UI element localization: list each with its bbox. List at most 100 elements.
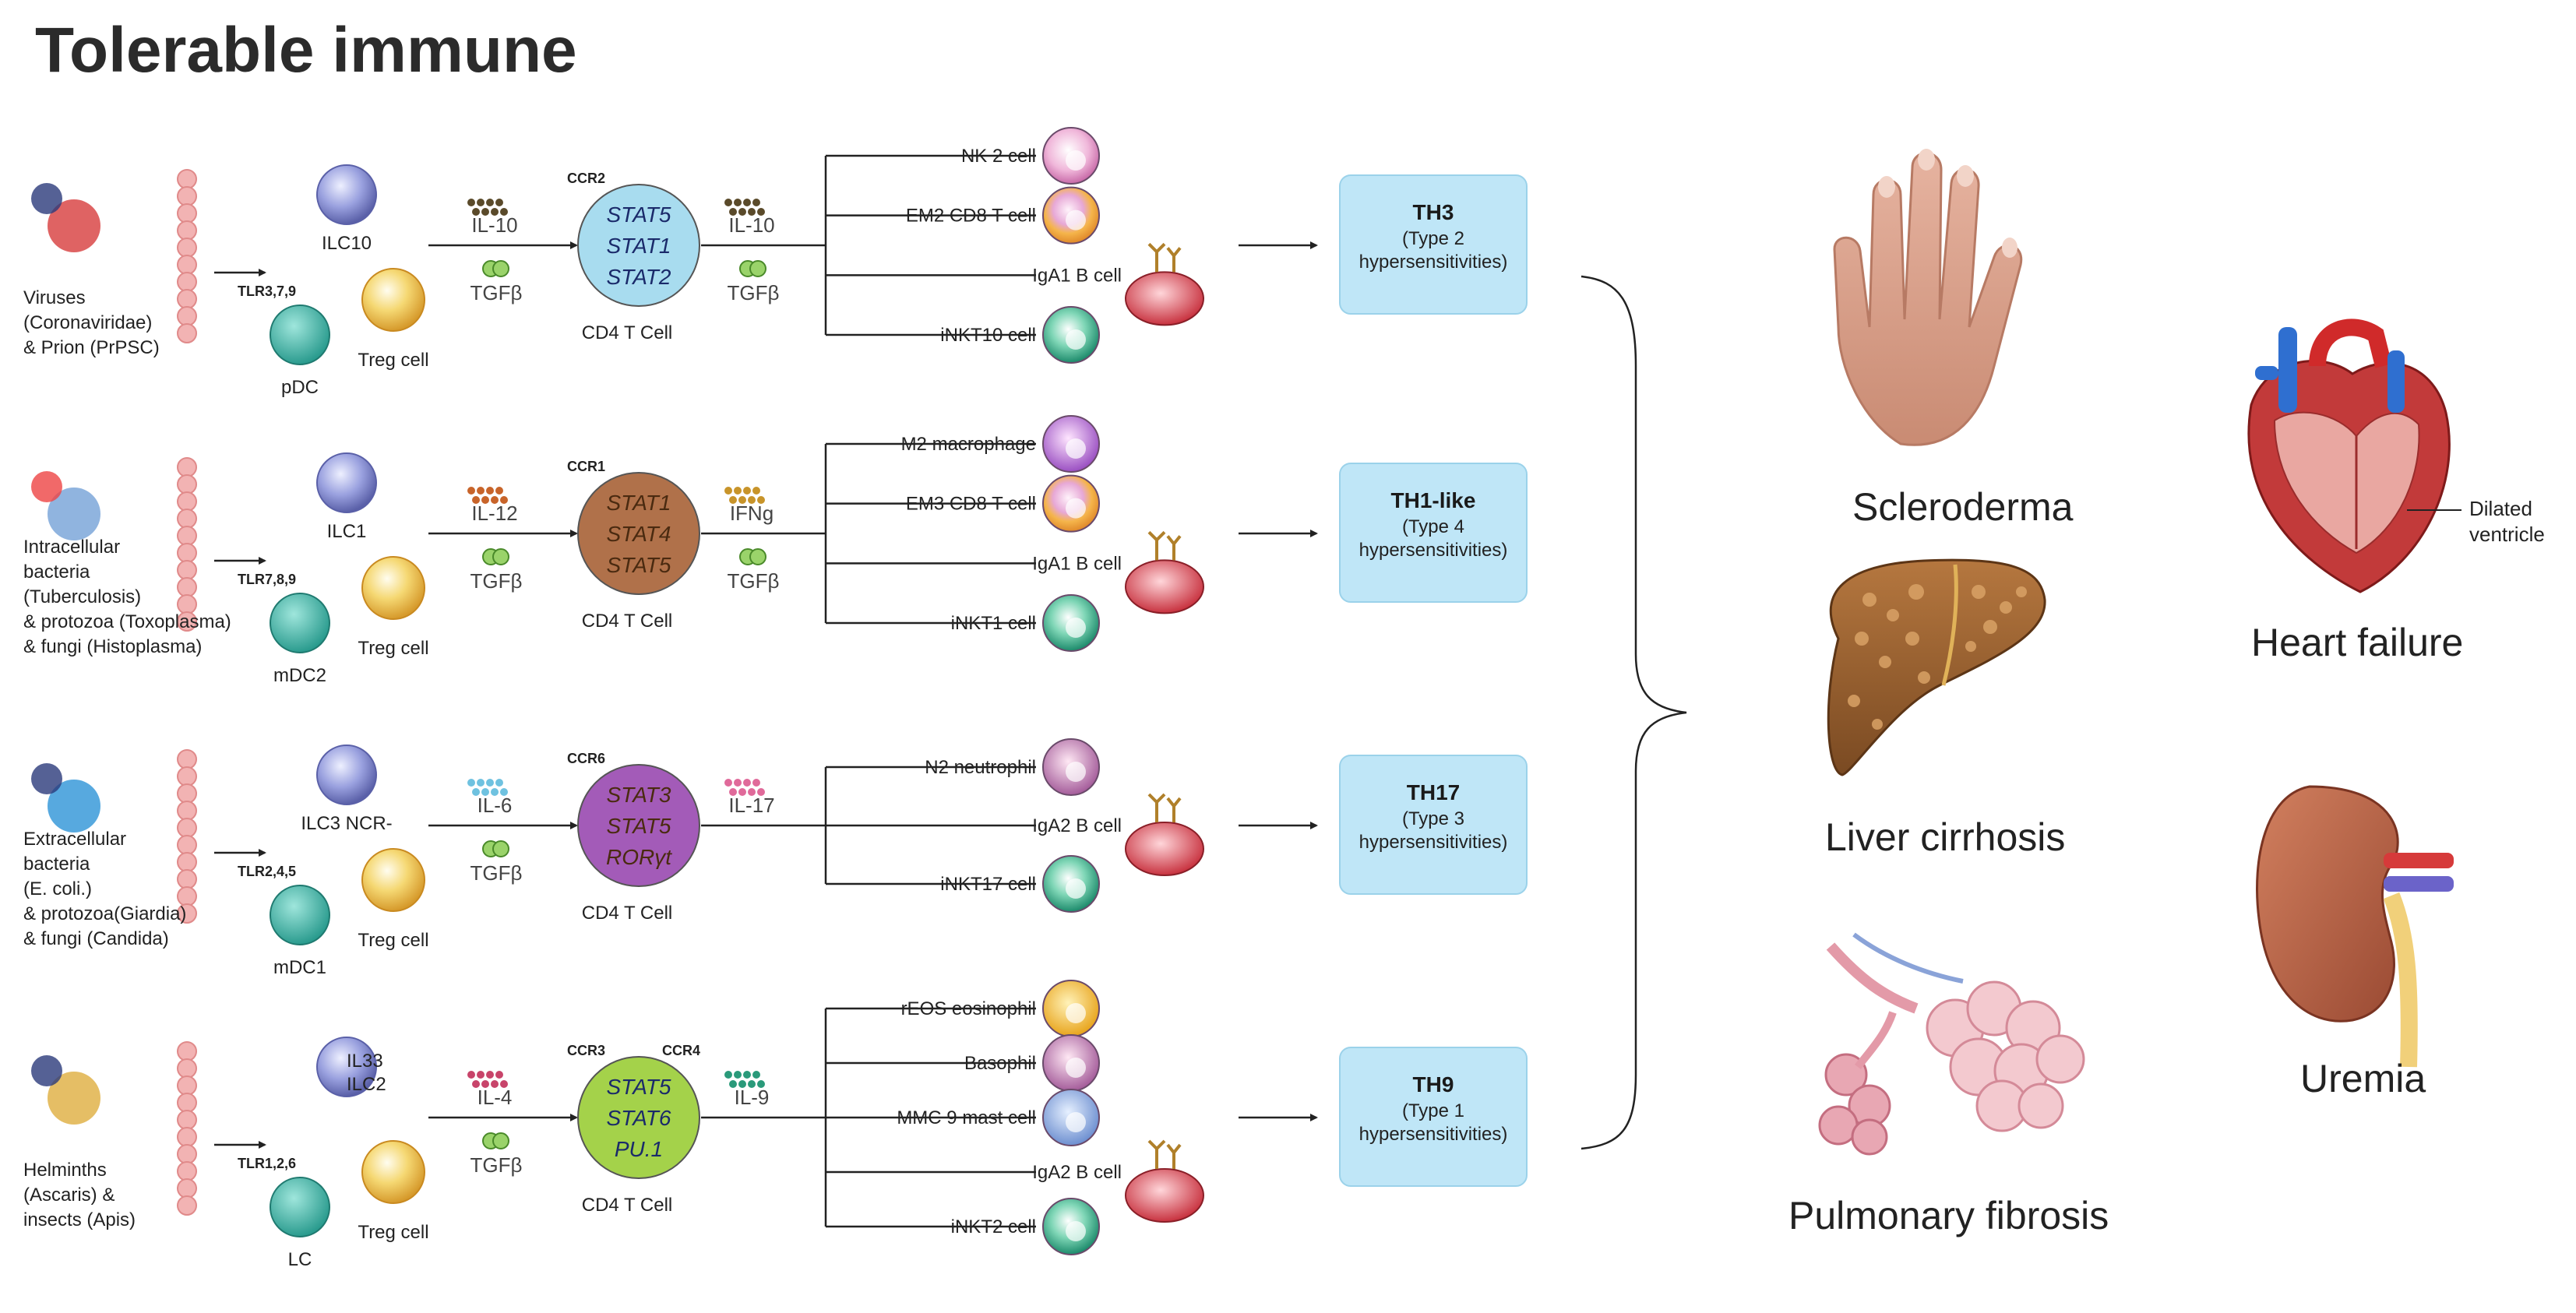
dc-label: mDC1 xyxy=(273,957,326,978)
cytokine-dot xyxy=(724,1071,732,1079)
liver-illustration xyxy=(1827,558,2046,776)
cytokine-dot xyxy=(467,487,475,495)
pathogen-label: bacteria xyxy=(23,561,90,583)
cytokine-dot xyxy=(752,1071,760,1079)
epithelial-cell xyxy=(177,255,197,275)
pathogen-label: & Prion (PrPSC) xyxy=(23,337,160,358)
nucleus-icon xyxy=(1066,209,1086,231)
cytokine-dot xyxy=(729,208,737,216)
nucleus-icon xyxy=(1066,762,1086,782)
cytokine-dot xyxy=(481,788,489,796)
nucleus-icon xyxy=(1066,1221,1086,1241)
treg-label: Treg cell xyxy=(358,638,428,659)
epithelial-cell xyxy=(177,577,197,597)
th-box xyxy=(1339,755,1528,895)
lung-alveoli-illustration xyxy=(1818,932,2085,1156)
epithelial-cell xyxy=(177,1110,197,1130)
epithelial-cell xyxy=(177,509,197,529)
nucleus-icon xyxy=(1066,438,1086,459)
pathogen-body-icon xyxy=(48,199,100,252)
cytokine-dot xyxy=(748,208,756,216)
dc-label: LC xyxy=(288,1249,312,1270)
ccr-label: CCR6 xyxy=(567,751,605,766)
b-cell-icon xyxy=(1125,822,1204,876)
effector-label: EM3 CD8 T cell xyxy=(906,494,1036,515)
cytokine-dot xyxy=(752,779,760,787)
epithelial-cell xyxy=(177,186,197,206)
antibody-icon xyxy=(1147,1139,1182,1169)
ilc-label: ILC3 NCR- xyxy=(301,813,392,834)
cd4-label: CD4 T Cell xyxy=(582,611,672,632)
pathogen-icon xyxy=(31,1055,100,1125)
antibody-icon xyxy=(1147,793,1182,822)
cytokine-dot xyxy=(734,779,742,787)
cytokine-dot xyxy=(743,1071,751,1079)
ccr-label: CCR1 xyxy=(567,459,605,474)
cytokine-dot xyxy=(500,1080,508,1088)
effector-label: IgA1 B cell xyxy=(1032,265,1122,286)
cd4-t-cell-icon xyxy=(577,1056,700,1179)
stat-label: STAT4 xyxy=(607,522,671,546)
tgf-in-label: TGFβ xyxy=(470,861,523,885)
cytokine-dot xyxy=(486,779,494,787)
epithelial-cell xyxy=(177,474,197,495)
cytokine-dot xyxy=(477,199,485,206)
pathway-row-1: Viruses(Coronaviridae)& Prion (PrPSC)ILC… xyxy=(23,127,1528,398)
pathogen-label: Helminths xyxy=(23,1160,107,1181)
cytokine-dot xyxy=(748,496,756,504)
tgf-icon xyxy=(492,1132,509,1149)
th-hypersensitivity: hypersensitivities) xyxy=(1359,540,1508,561)
pathogen-label: bacteria xyxy=(23,854,90,875)
nucleus-icon xyxy=(1066,1112,1086,1132)
th-type: (Type 3 xyxy=(1402,808,1464,829)
cytokine-dot xyxy=(486,199,494,206)
pathogen-label: Intracellular xyxy=(23,537,120,558)
cytokine-dot xyxy=(752,199,760,206)
cytokine-dot xyxy=(495,199,503,206)
heart-annotation-ventricle: ventricle xyxy=(2469,523,2545,546)
cytokine-dot xyxy=(738,788,746,796)
pathogen-label: & protozoa (Toxoplasma) xyxy=(23,611,231,632)
cytokine-dot xyxy=(757,208,765,216)
epithelial-cell xyxy=(177,801,197,821)
effector-label: Basophil xyxy=(964,1053,1036,1074)
stat-label: STAT3 xyxy=(607,783,671,807)
cytokine-dot xyxy=(472,208,480,216)
stat-label: STAT2 xyxy=(607,265,671,289)
cytokine-dot xyxy=(472,788,480,796)
ilc-label: ILC10 xyxy=(322,233,372,254)
th-box xyxy=(1339,463,1528,603)
cytokine-dot xyxy=(495,487,503,495)
epithelial-cell xyxy=(177,169,197,189)
cytokine-dot xyxy=(729,788,737,796)
treg-label: Treg cell xyxy=(358,350,428,371)
stat-label: RORγt xyxy=(606,845,672,869)
dc-label: pDC xyxy=(281,377,319,398)
tgf-in-label: TGFβ xyxy=(470,281,523,304)
cytokine-dot xyxy=(486,487,494,495)
stat-label: STAT5 xyxy=(607,814,671,838)
treg-label: Treg cell xyxy=(358,930,428,951)
cytokine-dot xyxy=(467,1071,475,1079)
th-type: (Type 4 xyxy=(1402,516,1464,537)
cytokine-dot xyxy=(477,487,485,495)
epithelial-cell xyxy=(177,220,197,241)
treg-label: Treg cell xyxy=(358,1222,428,1243)
dendritic-cell-icon xyxy=(270,885,330,945)
th-type: (Type 2 xyxy=(1402,228,1464,249)
cytokine-out-label: IL-17 xyxy=(728,794,774,817)
th-name: TH17 xyxy=(1407,780,1460,804)
epithelial-cell xyxy=(177,783,197,804)
epithelial-cell xyxy=(177,852,197,872)
tgf-out-label: TGFβ xyxy=(728,569,780,593)
heart-annotation-dilated: Dilated xyxy=(2469,497,2532,520)
antibody-icon xyxy=(1147,242,1182,273)
pathogen-label: & fungi (Candida) xyxy=(23,928,169,949)
cytokine-dot xyxy=(491,208,499,216)
ilc-label: ILC1 xyxy=(327,521,367,542)
tgf-icon xyxy=(749,260,766,277)
cytokine-dot xyxy=(738,208,746,216)
th-name: TH3 xyxy=(1413,200,1454,224)
